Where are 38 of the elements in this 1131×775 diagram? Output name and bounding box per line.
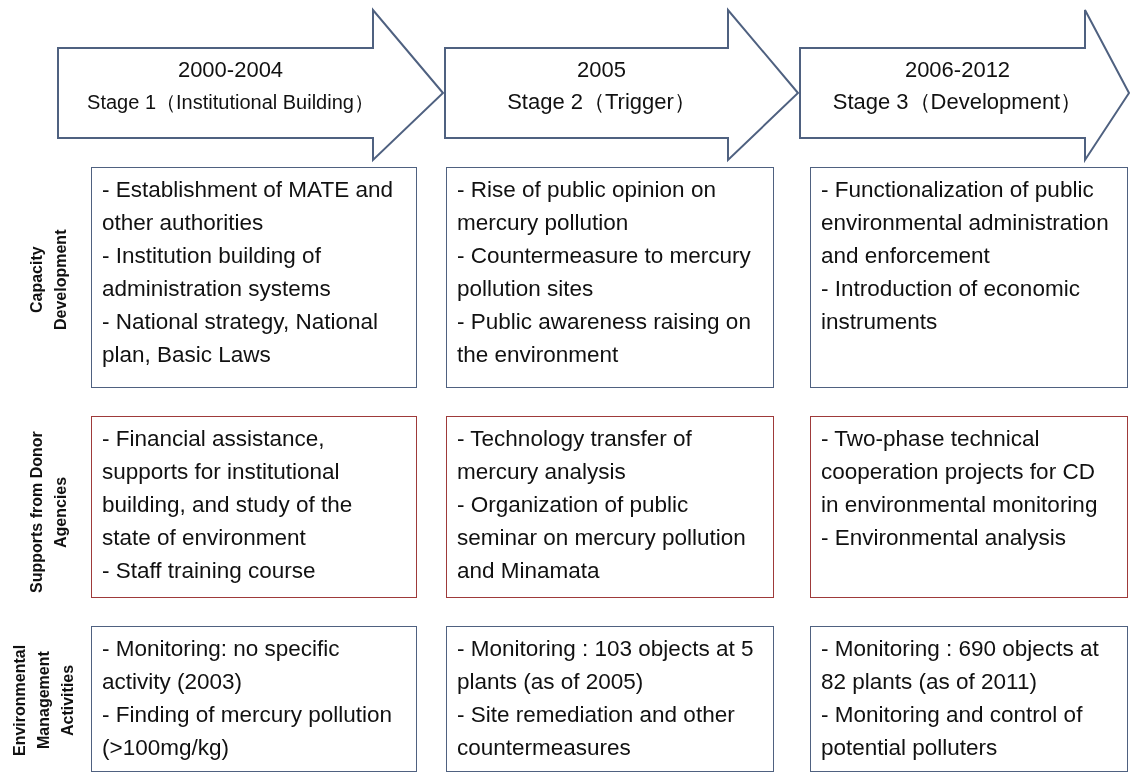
stage-label: Stage 3（Development）: [832, 89, 1083, 114]
bullet-text: - Countermeasure to mercury pollution sites: [457, 242, 752, 303]
bullet-text: - Monitoring : 103 objects at 5 plants (as of 2005): [457, 635, 755, 696]
bullet-text: - Finding of mercury pollution (>100mg/kg): [102, 701, 394, 762]
bullet-text: - Monitoring: no specific activity (2003): [102, 635, 341, 696]
row-label: Supports from Donor Agencies: [27, 430, 70, 596]
period-label: 2006-2012: [904, 57, 1011, 82]
bullet-text: - Introduction of economic instruments: [821, 275, 1081, 336]
row-label: Capacity Development: [27, 228, 70, 333]
text-box: [446, 416, 774, 598]
stage-label: Stage 2（Trigger）: [507, 89, 696, 114]
text-box: [446, 626, 774, 772]
text-box: [91, 167, 417, 388]
text-box: [810, 626, 1128, 772]
bullet-text: - Organization of public seminar on mercury pollution and Minamata: [457, 491, 747, 585]
row-label: Environmental Management Activities: [10, 643, 77, 758]
text-box: [810, 167, 1128, 388]
bullet-text: - National strategy, National plan, Basic Laws: [102, 308, 379, 369]
period-label: 2005: [577, 57, 626, 82]
bullet-text: - Functionalization of public environmental administration and enforcement: [821, 176, 1110, 270]
bullet-text: - Establishment of MATE and other authorities: [102, 176, 394, 237]
text-box: [446, 167, 774, 388]
bullet-text: - Site remediation and other countermeasures: [457, 701, 736, 762]
text-box: [810, 416, 1128, 598]
period-label: 2000-2004: [177, 57, 284, 82]
text-box: [91, 626, 417, 772]
bullet-text: - Two-phase technical cooperation projects for CD in environmental monitoring: [821, 425, 1099, 519]
bullet-text: - Technology transfer of mercury analysis: [457, 425, 693, 486]
bullet-text: - Financial assistance, supports for institutional building, and study of the state of environment: [102, 425, 354, 552]
bullet-text: - Institution building of administration systems: [102, 242, 332, 303]
bullet-text: - Public awareness raising on the environment: [457, 308, 752, 369]
bullet-text: - Monitoring : 690 objects at 82 plants (as of 2011): [821, 635, 1100, 696]
bullet-text: - Monitoring and control of potential polluters: [821, 701, 1084, 762]
text-box: [91, 416, 417, 598]
bullet-text: - Rise of public opinion on mercury pollution: [457, 176, 717, 237]
stage-label: Stage 1（Institutional Building）: [87, 91, 374, 113]
bullet-text: - Environmental analysis: [821, 524, 1068, 552]
bullet-text: - Staff training course: [102, 557, 317, 585]
